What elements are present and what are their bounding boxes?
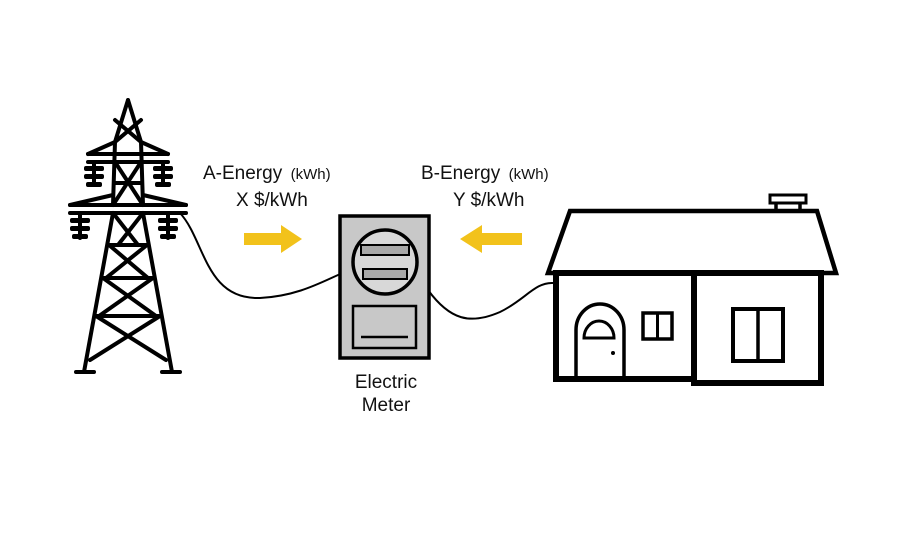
a-rate-label: X $/kWh bbox=[236, 190, 308, 211]
a-energy-label: A-Energy (kWh) bbox=[203, 163, 331, 184]
insulator-icon bbox=[70, 166, 178, 239]
arrow-left-icon bbox=[460, 225, 522, 253]
meter-label-line2: Meter bbox=[362, 395, 411, 416]
arrow-right-icon bbox=[244, 225, 302, 253]
tower-to-meter-wire bbox=[179, 212, 346, 300]
transmission-tower-icon bbox=[68, 98, 188, 374]
meter-label-line1: Electric bbox=[355, 372, 417, 393]
b-energy-label: B-Energy (kWh) bbox=[421, 163, 549, 184]
meter-to-house-wire bbox=[427, 281, 554, 320]
b-rate-label: Y $/kWh bbox=[453, 190, 524, 211]
electric-meter-icon bbox=[338, 214, 431, 360]
house-icon bbox=[544, 193, 840, 386]
